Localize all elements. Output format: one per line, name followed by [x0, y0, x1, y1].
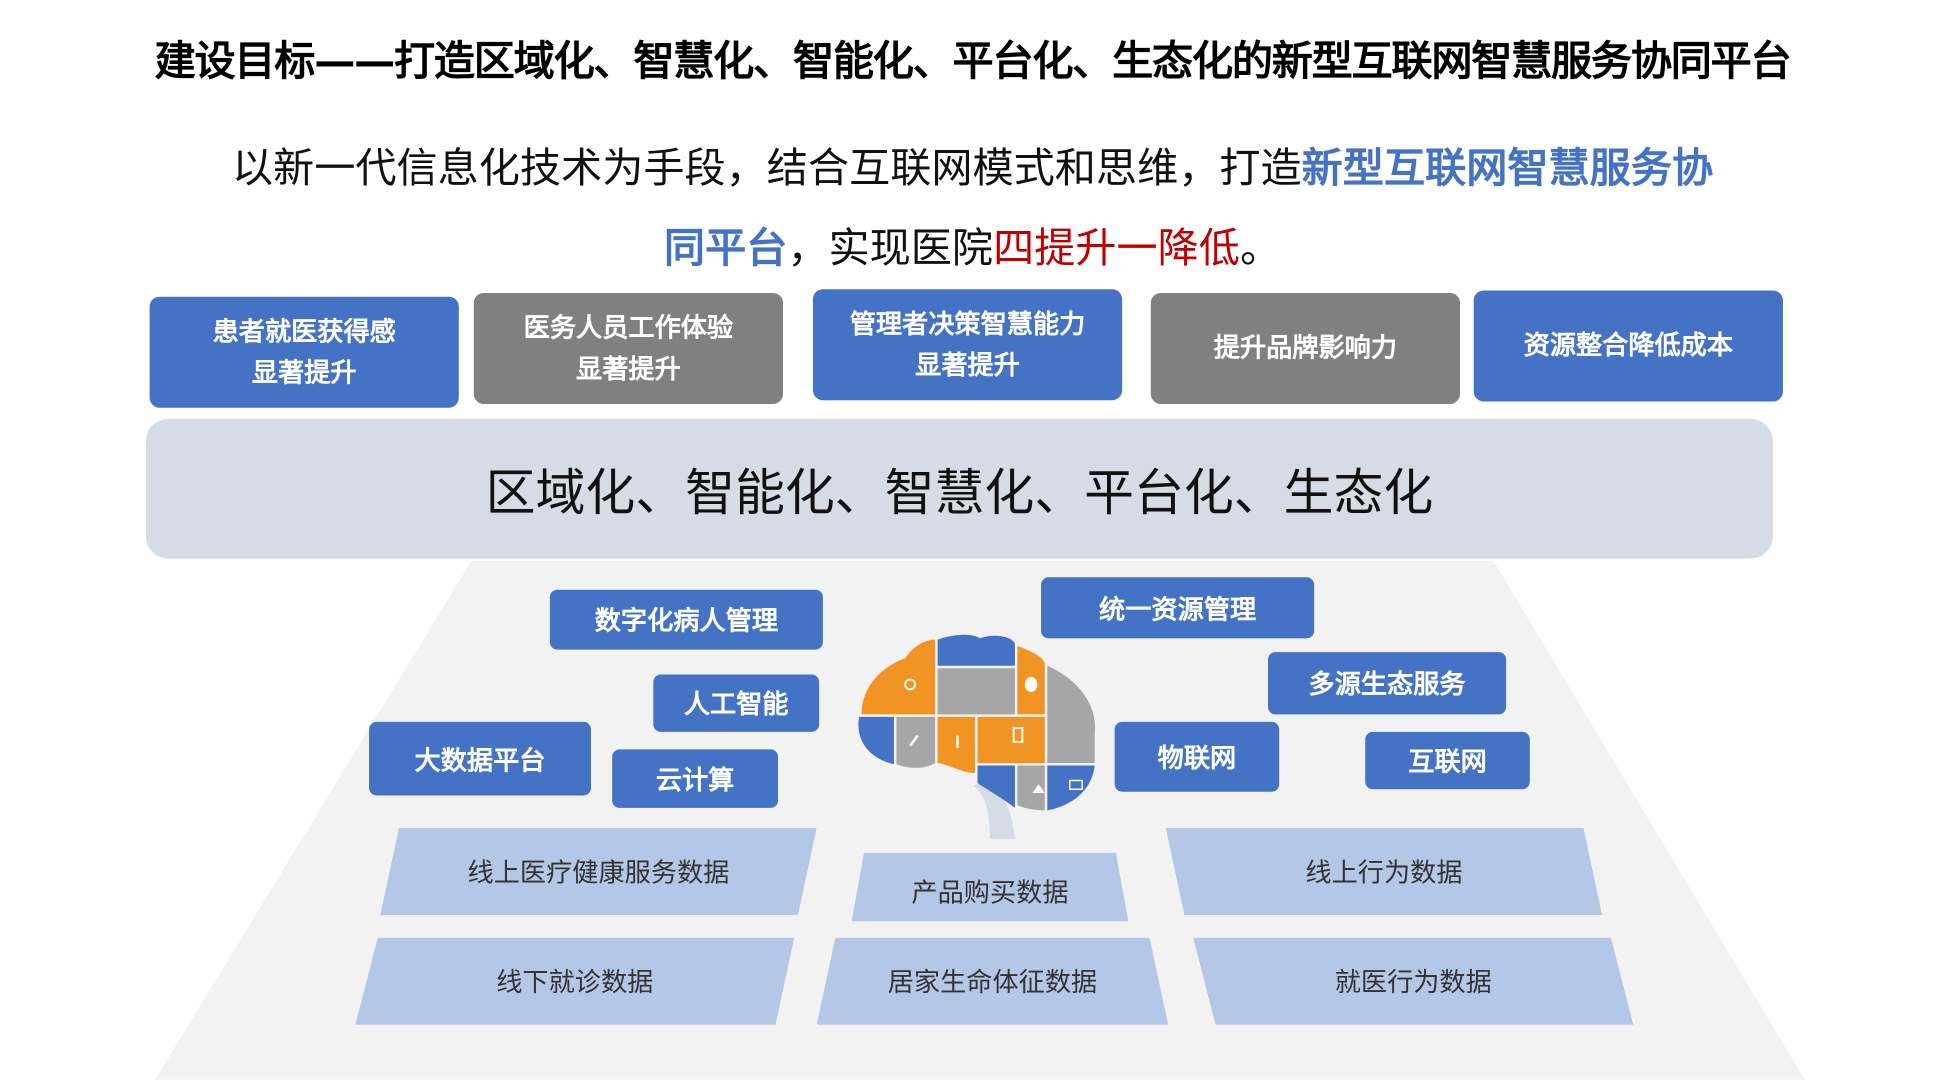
capability-pill: 数字化病人管理: [549, 589, 823, 650]
goal-line: 医务人员工作体验: [523, 312, 734, 343]
goal-box: 提升品牌影响力: [1150, 292, 1461, 404]
goal-line: 资源整合降低成本: [1523, 330, 1734, 361]
page-title: 建设目标——打造区域化、智慧化、智能化、平台化、生态化的新型互联网智慧服务协同平…: [154, 36, 1792, 85]
goal-line: 显著提升: [576, 353, 681, 384]
capability-pill: 物联网: [1114, 721, 1280, 792]
subtitle-text: ，实现医院: [787, 223, 994, 272]
goal-line: 患者就医获得感: [212, 316, 396, 346]
banner: 区域化、智能化、智慧化、平台化、生态化: [145, 418, 1773, 559]
data-source: 居家生命体征数据: [816, 937, 1169, 1025]
capability-pill: 云计算: [612, 749, 779, 808]
brain-icon: [858, 634, 1096, 840]
subtitle-line-1: 以新一代信息化技术为手段，结合互联网模式和思维，打造新型互联网智慧服务协: [0, 135, 1945, 195]
subtitle-text: 。: [1239, 223, 1282, 272]
goal-line: 显著提升: [915, 349, 1020, 380]
capability-pill: 互联网: [1365, 731, 1530, 790]
goal-line: 提升品牌影响力: [1213, 332, 1398, 363]
goal-box: 管理者决策智慧能力显著提升: [812, 289, 1123, 401]
data-source: 线上行为数据: [1165, 827, 1603, 916]
subtitle-highlight: 同平台: [663, 223, 788, 272]
data-source: 线上医疗健康服务数据: [380, 827, 817, 916]
subtitle-line-2: 同平台，实现医院四提升一降低。: [0, 214, 1945, 274]
goal-box: 患者就医获得感显著提升: [149, 296, 459, 408]
data-source: 就医行为数据: [1193, 937, 1634, 1025]
goal-box: 医务人员工作体验显著提升: [473, 292, 783, 404]
data-source: 线下就诊数据: [355, 937, 795, 1025]
goal-line: 管理者决策智慧能力: [849, 308, 1086, 339]
capability-pill: 人工智能: [653, 674, 820, 732]
subtitle-highlight: 新型互联网智慧服务协: [1301, 143, 1714, 193]
data-source: 产品购买数据: [851, 852, 1129, 922]
goal-box: 资源整合降低成本: [1473, 290, 1783, 402]
capability-pill: 统一资源管理: [1041, 577, 1315, 639]
subtitle-red-highlight: 四提升一降低: [993, 223, 1240, 272]
subtitle-text: 以新一代信息化技术为手段，结合互联网模式和思维，打造: [231, 143, 1302, 193]
capability-pill: 大数据平台: [369, 721, 591, 796]
goal-line: 显著提升: [251, 357, 357, 388]
capability-pill: 多源生态服务: [1267, 652, 1507, 715]
